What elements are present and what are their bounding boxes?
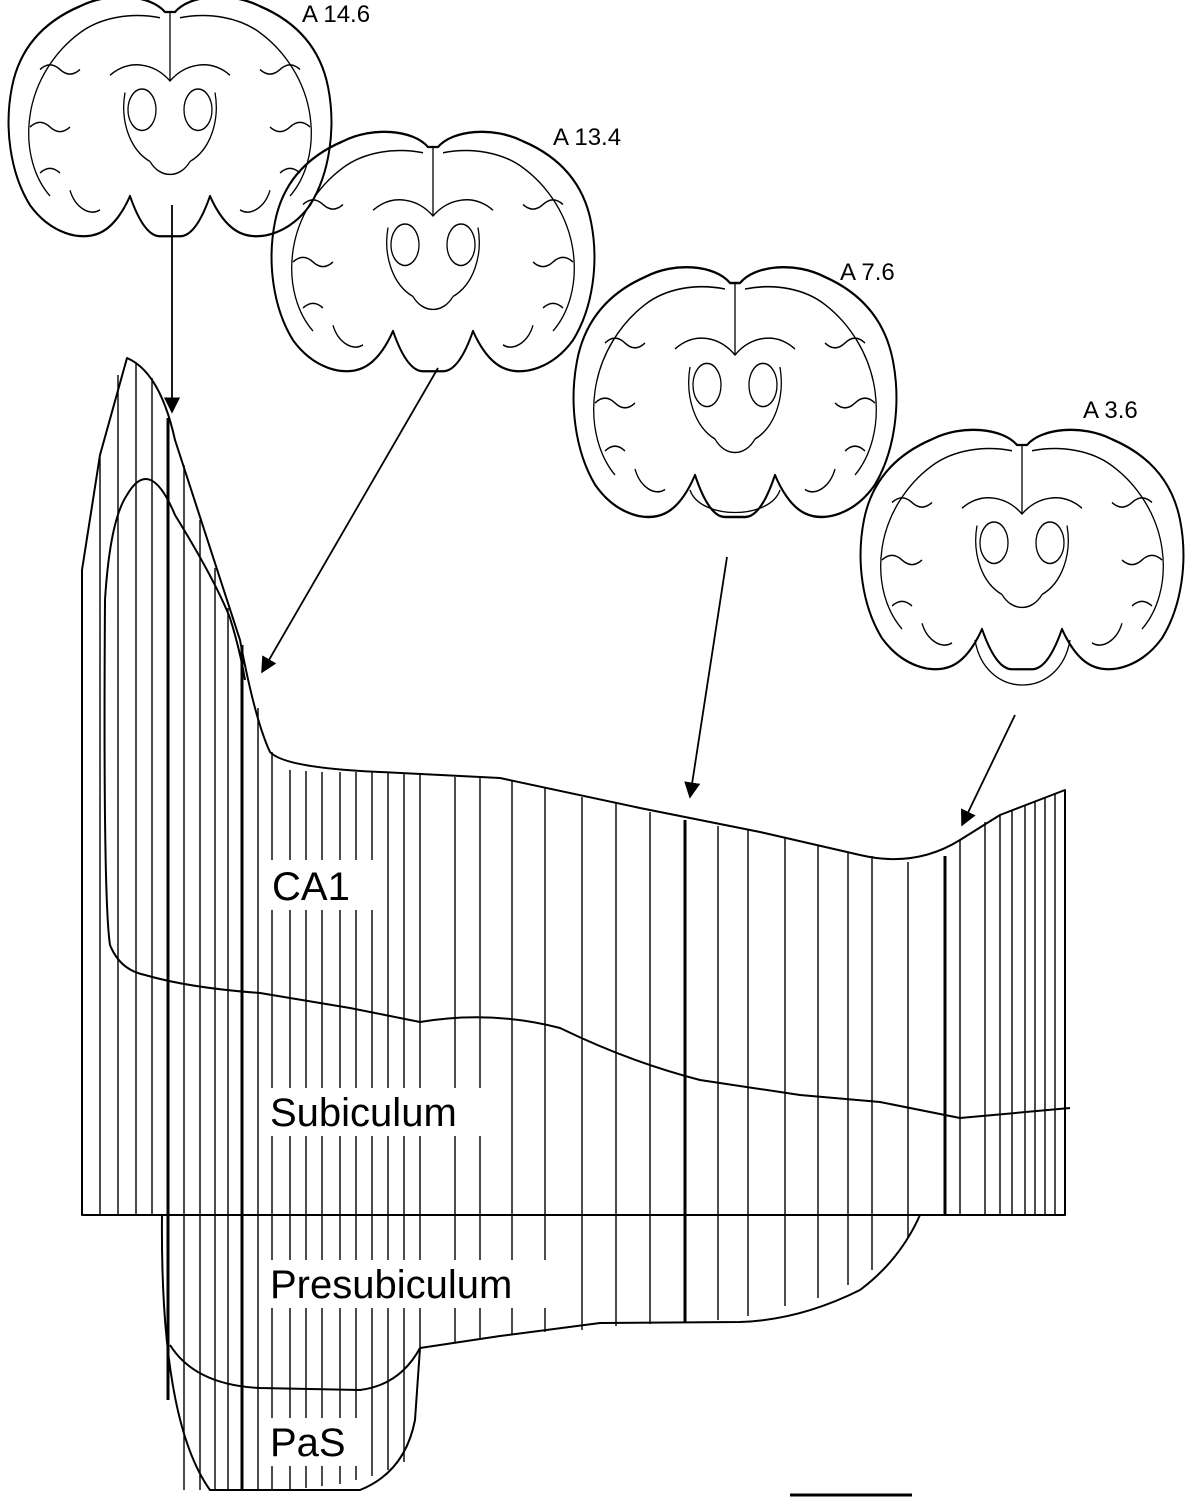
arrow-a13-4 xyxy=(261,367,439,674)
section-label-a14-6: A 14.6 xyxy=(302,1,370,28)
subiculum-label-bg xyxy=(268,1088,500,1136)
pas-boundary xyxy=(169,1344,421,1391)
map-outline xyxy=(81,357,1066,1491)
region-label-subiculum: Subiculum xyxy=(270,1091,457,1135)
section-arrows xyxy=(163,205,1016,827)
section-label-a3-6: A 3.6 xyxy=(1083,397,1138,424)
section-a7-6: A 7.6 xyxy=(572,259,898,519)
section-label-a13-4: A 13.4 xyxy=(553,124,621,151)
region-label-ca1: CA1 xyxy=(272,865,350,909)
reference-section-lines xyxy=(166,418,947,1490)
region-label-pas: PaS xyxy=(270,1421,346,1465)
section-label-a7-6: A 7.6 xyxy=(840,259,895,286)
arrow-a7-6 xyxy=(684,556,728,799)
region-label-presubiculum: Presubiculum xyxy=(270,1263,512,1307)
section-a13-4: A 13.4 xyxy=(270,124,621,373)
ca1-label-bg xyxy=(268,860,378,910)
arrow-a3-6 xyxy=(961,714,1016,827)
presubiculum-label-bg xyxy=(268,1260,574,1308)
pas-label-bg xyxy=(268,1418,362,1466)
unfolded-map: CA1 Subiculum Presubiculum PaS xyxy=(81,357,1071,1491)
ca1-boundary xyxy=(103,478,1071,1119)
section-a3-6: A 3.6 xyxy=(859,397,1185,686)
section-a14-6: A 14.6 xyxy=(7,0,370,238)
